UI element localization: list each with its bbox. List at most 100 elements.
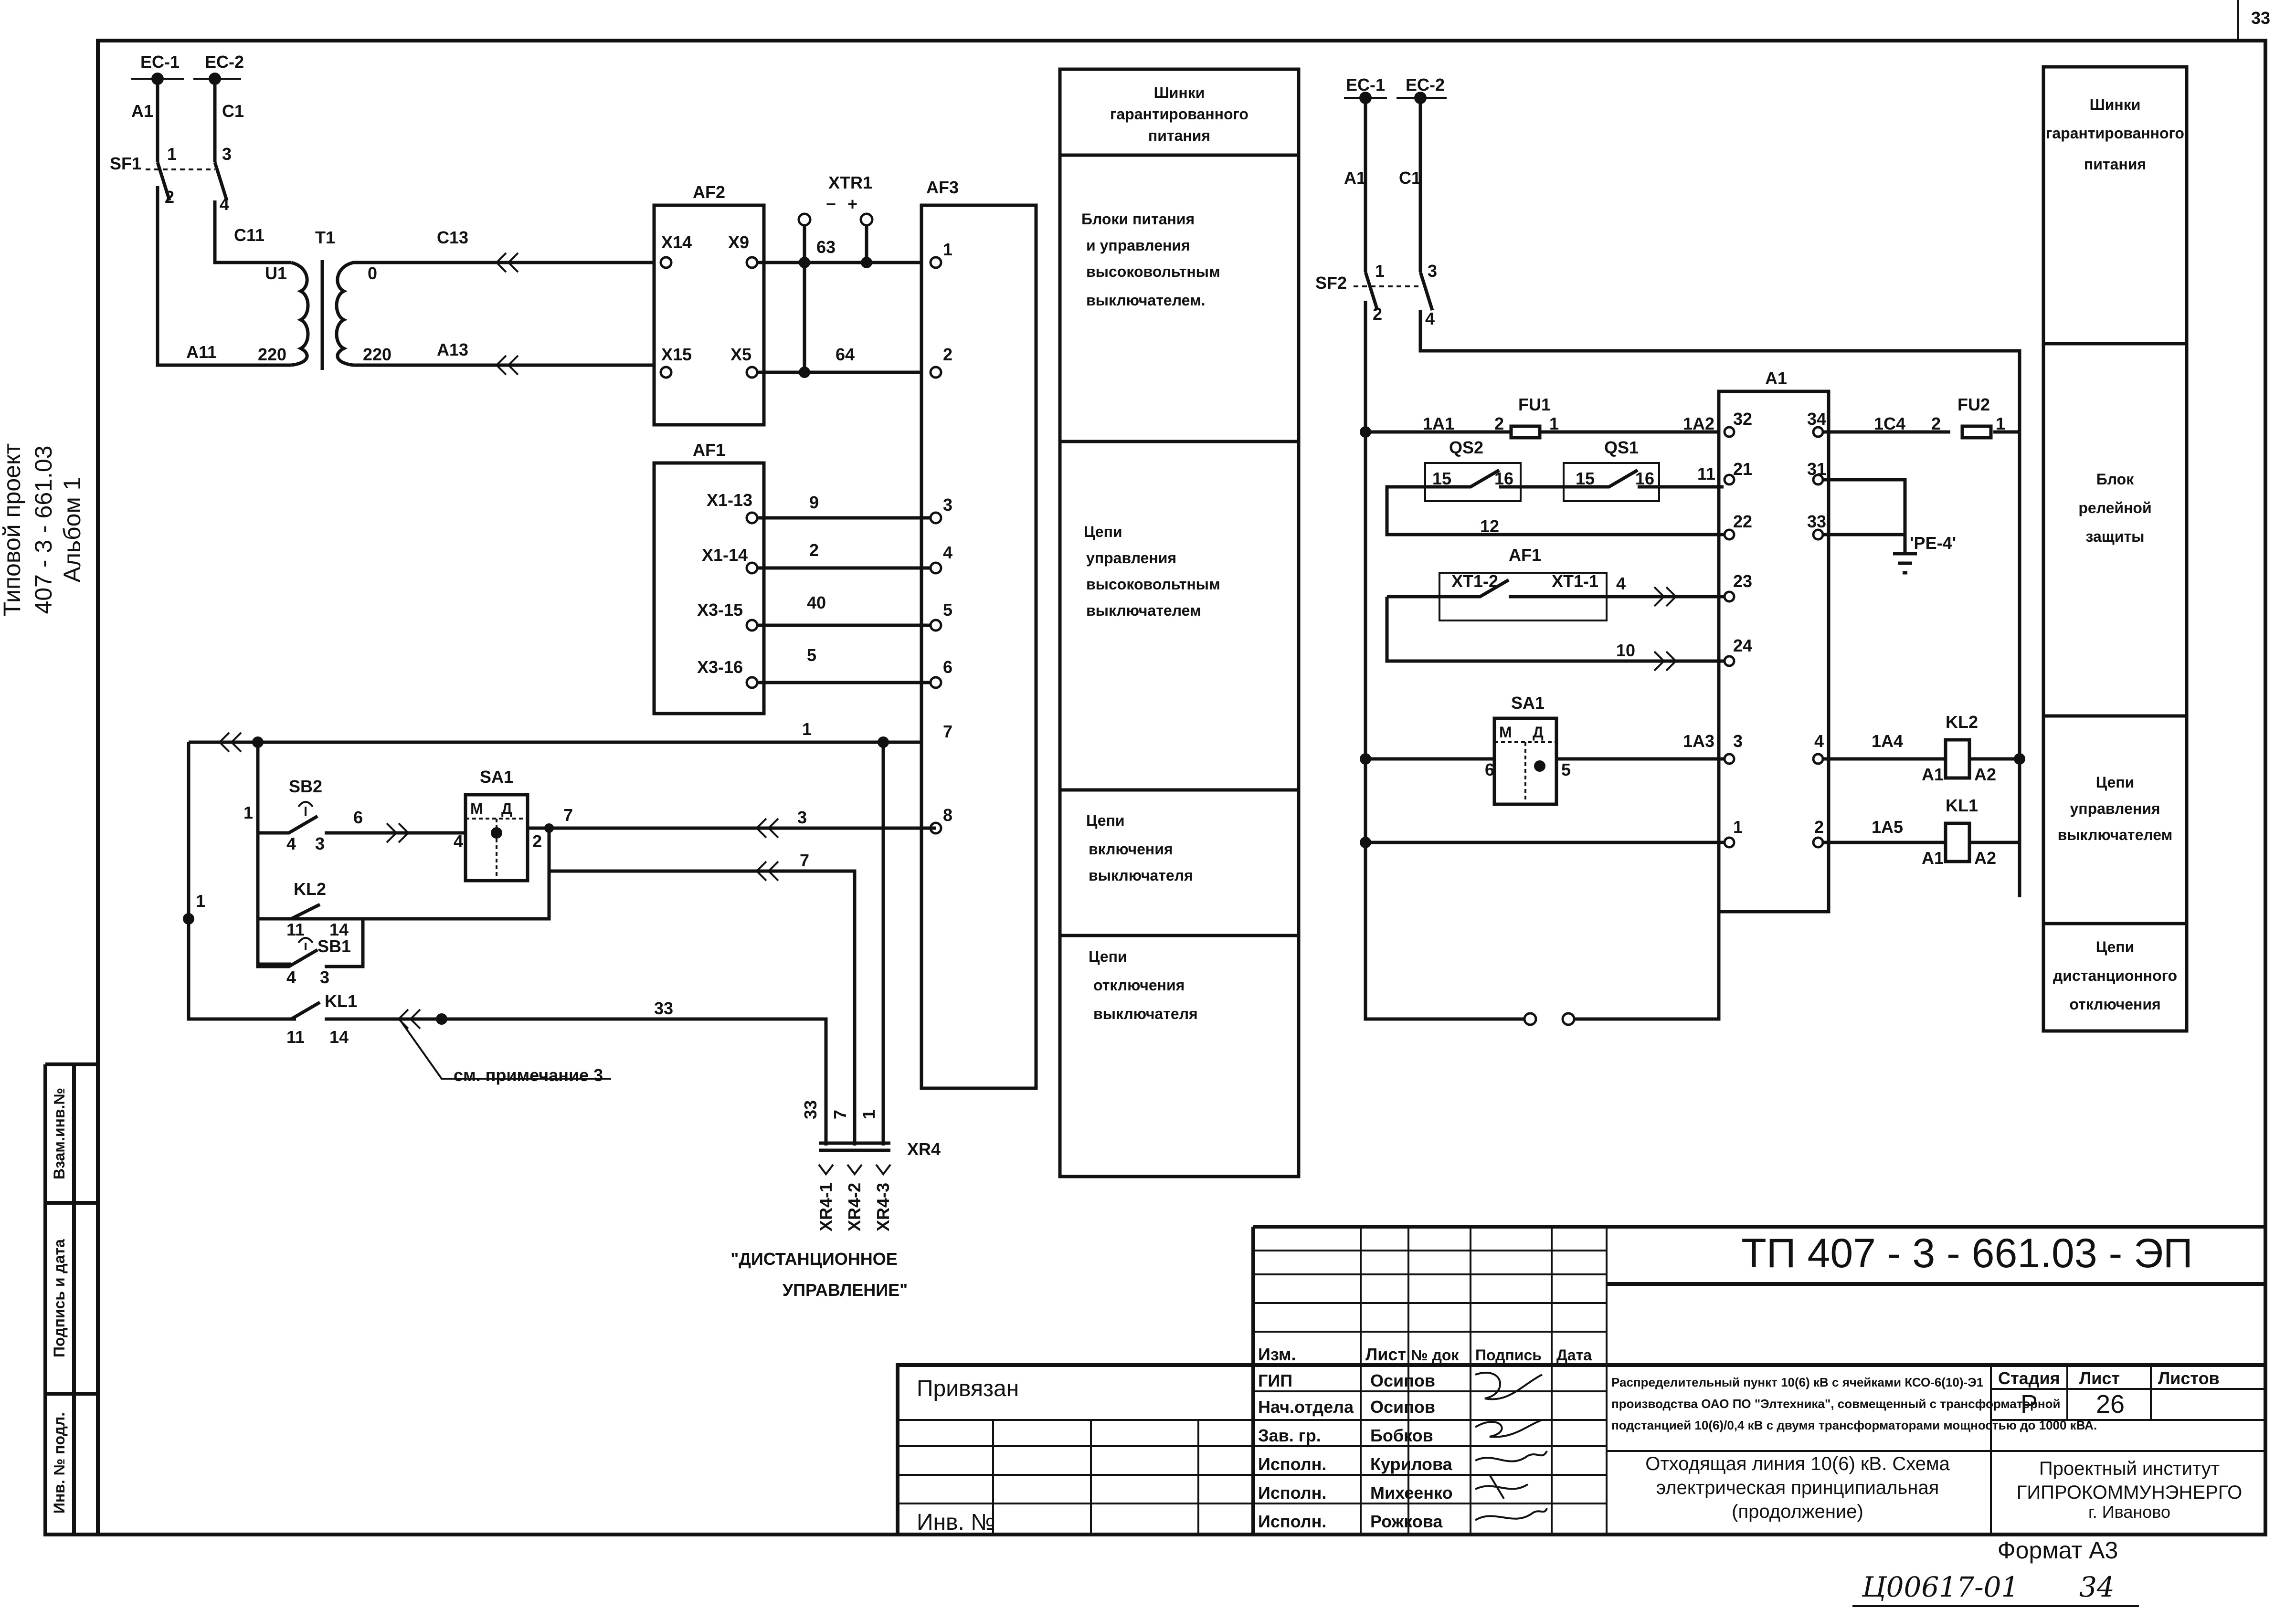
svg-text:33: 33 xyxy=(1807,512,1826,531)
svg-text:A2: A2 xyxy=(1974,848,1996,868)
svg-text:5: 5 xyxy=(807,645,816,665)
left-circuit: EC-1 EC-2 A1 C1 SF1 1 3 2 4 C11 A11 T1 U… xyxy=(110,52,1038,1300)
svg-text:FU1: FU1 xyxy=(1518,395,1551,414)
svg-text:Блок: Блок xyxy=(2096,471,2134,488)
svg-text:AF3: AF3 xyxy=(926,178,959,197)
svg-text:15: 15 xyxy=(1432,469,1451,488)
vertical-title-1: Типовой проект xyxy=(0,443,25,617)
svg-text:C13: C13 xyxy=(437,228,468,247)
a1-pins: 32 34 21 31 22 33 23 24 3 4 1 2 xyxy=(1723,409,1826,849)
svg-text:1A2: 1A2 xyxy=(1683,414,1714,433)
svg-text:EC-1: EC-1 xyxy=(1346,75,1385,95)
svg-text:X3-16: X3-16 xyxy=(697,657,743,677)
svg-text:1: 1 xyxy=(1733,817,1743,837)
svg-text:QS2: QS2 xyxy=(1449,438,1483,457)
svg-text:1A4: 1A4 xyxy=(1872,731,1903,751)
handwritten-page: 34 xyxy=(2079,1571,2115,1603)
svg-text:1: 1 xyxy=(859,1110,878,1119)
svg-text:1: 1 xyxy=(1375,261,1385,281)
svg-text:SB2: SB2 xyxy=(289,777,322,796)
svg-text:3: 3 xyxy=(797,808,807,827)
svg-text:питания: питания xyxy=(1148,127,1210,144)
svg-text:2: 2 xyxy=(1494,414,1504,433)
svg-text:XR4-1: XR4-1 xyxy=(816,1183,836,1231)
svg-text:'PE-4': 'PE-4' xyxy=(1910,533,1956,553)
svg-text:отключения: отключения xyxy=(1093,977,1185,994)
svg-text:Цепи: Цепи xyxy=(1089,948,1127,965)
svg-text:включения: включения xyxy=(1089,841,1173,858)
svg-text:гарантированного: гарантированного xyxy=(2046,125,2184,142)
svg-text:4: 4 xyxy=(1814,731,1824,751)
svg-text:C1: C1 xyxy=(1399,168,1421,188)
svg-text:6: 6 xyxy=(1485,760,1494,779)
svg-text:1A3: 1A3 xyxy=(1683,731,1714,751)
svg-text:14: 14 xyxy=(329,1027,349,1047)
svg-text:SF2: SF2 xyxy=(1315,273,1347,293)
svg-text:6: 6 xyxy=(353,808,363,827)
svg-text:подстанцией 10(6)/0,4 кВ с дву: подстанцией 10(6)/0,4 кВ с двумя трансфо… xyxy=(1611,1418,2097,1432)
svg-text:Д: Д xyxy=(501,800,512,817)
svg-text:2: 2 xyxy=(532,831,542,851)
svg-text:выключателем: выключателем xyxy=(1086,602,1201,619)
svg-text:1: 1 xyxy=(196,891,205,911)
svg-text:отключения: отключения xyxy=(2069,996,2160,1013)
svg-text:4: 4 xyxy=(286,834,296,853)
svg-text:Дата: Дата xyxy=(1556,1346,1592,1364)
svg-text:Бобков: Бобков xyxy=(1370,1426,1433,1445)
svg-text:высоковольтным: высоковольтным xyxy=(1086,263,1220,280)
svg-text:A1: A1 xyxy=(131,101,153,121)
svg-text:24: 24 xyxy=(1733,636,1752,655)
svg-text:Отходящая линия 10(6) кВ. Схем: Отходящая линия 10(6) кВ. Схема xyxy=(1645,1453,1950,1474)
svg-text:Проектный институт: Проектный институт xyxy=(2039,1458,2220,1479)
svg-text:3: 3 xyxy=(222,144,232,164)
svg-text:1A5: 1A5 xyxy=(1872,817,1903,837)
svg-text:Лист: Лист xyxy=(2079,1368,2120,1388)
signature-1 xyxy=(1475,1371,1543,1400)
svg-text:7: 7 xyxy=(800,851,809,870)
svg-text:40: 40 xyxy=(807,593,826,612)
svg-text:Привязан: Привязан xyxy=(917,1376,1019,1401)
svg-text:Стадия: Стадия xyxy=(1998,1368,2060,1388)
svg-text:KL2: KL2 xyxy=(1946,712,1978,732)
svg-text:1: 1 xyxy=(1549,414,1559,433)
svg-text:X14: X14 xyxy=(661,232,692,252)
svg-text:64: 64 xyxy=(836,345,855,364)
svg-text:10: 10 xyxy=(1616,641,1635,660)
title-block: Изм. Лист № док Подпись Дата Привязан Ин… xyxy=(896,1225,2265,1607)
svg-text:выключателем: выключателем xyxy=(2058,826,2173,843)
svg-text:7: 7 xyxy=(943,722,952,741)
svg-text:11: 11 xyxy=(286,920,305,939)
svg-text:X1-13: X1-13 xyxy=(707,490,752,510)
svg-text:XR4: XR4 xyxy=(907,1139,941,1159)
handwritten-ref: Ц00617-01 xyxy=(1862,1571,2019,1603)
signature-3 xyxy=(1475,1450,1548,1462)
svg-text:дистанционного: дистанционного xyxy=(2053,967,2177,984)
svg-text:Исполн.: Исполн. xyxy=(1258,1512,1326,1531)
svg-text:XT1-1: XT1-1 xyxy=(1552,571,1598,591)
svg-text:3: 3 xyxy=(320,967,329,987)
svg-text:ГИП: ГИП xyxy=(1258,1371,1292,1390)
svg-text:4: 4 xyxy=(943,543,952,562)
svg-text:23: 23 xyxy=(1733,571,1752,591)
svg-text:М: М xyxy=(470,800,483,817)
svg-text:11: 11 xyxy=(286,1027,305,1047)
svg-text:14: 14 xyxy=(329,920,349,939)
svg-text:Формат А3: Формат А3 xyxy=(1998,1537,2118,1564)
svg-text:A1: A1 xyxy=(1922,765,1944,784)
svg-text:3: 3 xyxy=(943,495,952,515)
svg-text:Михеенко: Михеенко xyxy=(1370,1483,1453,1503)
svg-text:26: 26 xyxy=(2096,1390,2125,1419)
svg-text:EC-2: EC-2 xyxy=(1406,75,1445,95)
svg-text:7: 7 xyxy=(563,805,573,825)
svg-text:XTR1: XTR1 xyxy=(828,173,872,192)
svg-text:2: 2 xyxy=(1814,817,1824,837)
svg-text:XR4-3: XR4-3 xyxy=(873,1183,893,1231)
signature-5 xyxy=(1474,1508,1548,1521)
svg-text:Рожкова: Рожкова xyxy=(1370,1512,1443,1531)
sheet-number: 33 xyxy=(2251,8,2270,28)
svg-text:22: 22 xyxy=(1733,512,1752,531)
svg-text:31: 31 xyxy=(1807,459,1826,479)
svg-text:A1: A1 xyxy=(1922,848,1944,868)
svg-text:A1: A1 xyxy=(1344,168,1366,188)
svg-text:A2: A2 xyxy=(1974,765,1996,784)
